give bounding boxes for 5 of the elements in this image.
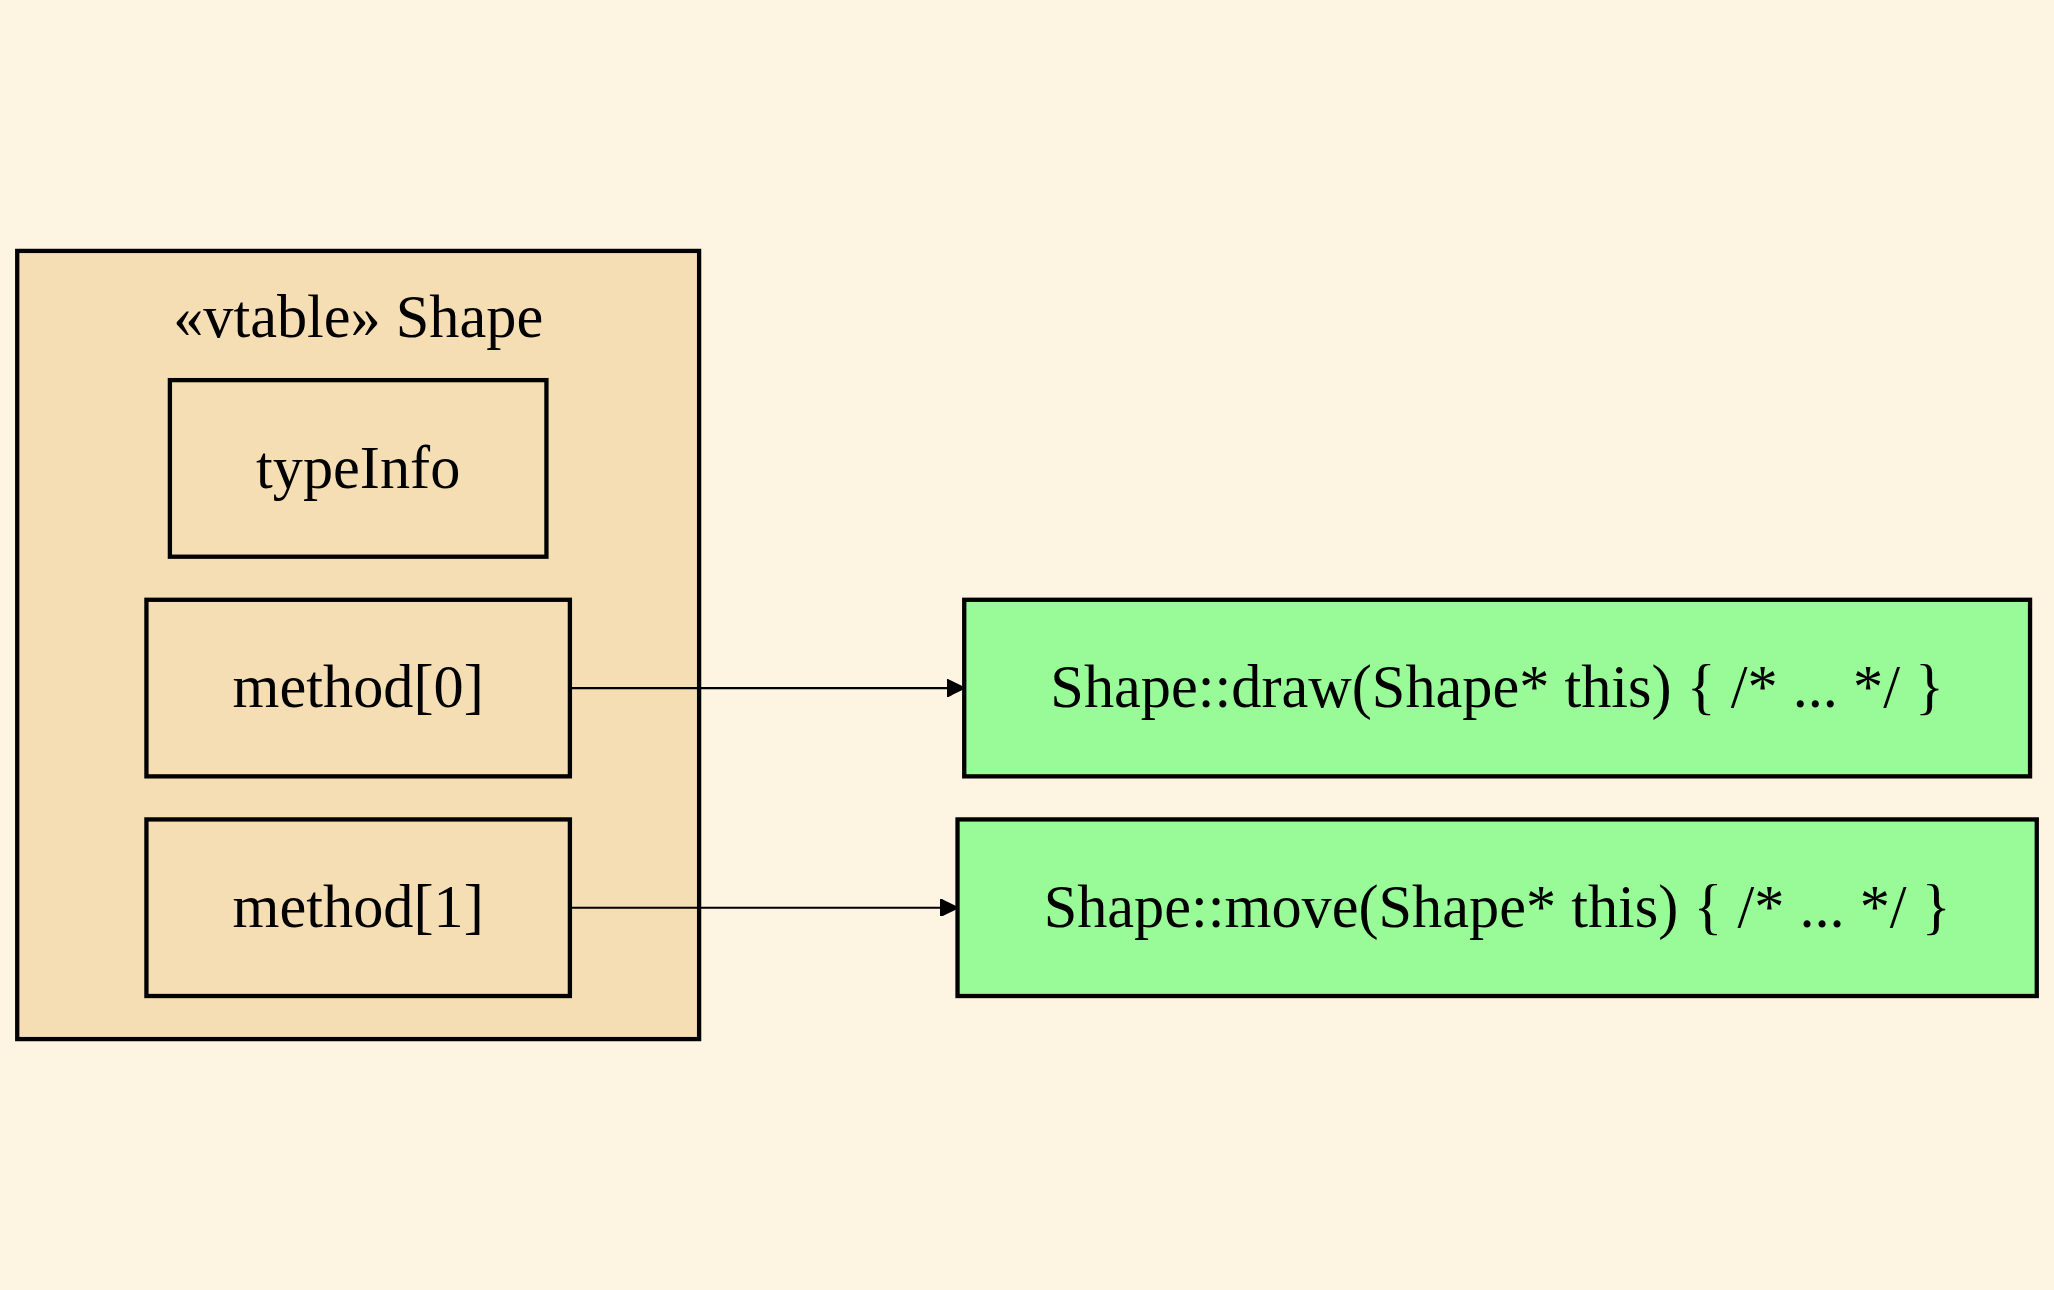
node-box: Shape::draw(Shape* this) { /* ... */ } <box>962 597 2033 779</box>
node-box: typeInfo <box>167 377 549 559</box>
node-box: method[1] <box>144 817 573 999</box>
node-box: Shape::move(Shape* this) { /* ... */ } <box>955 817 2039 999</box>
node-box: method[0] <box>144 597 573 779</box>
